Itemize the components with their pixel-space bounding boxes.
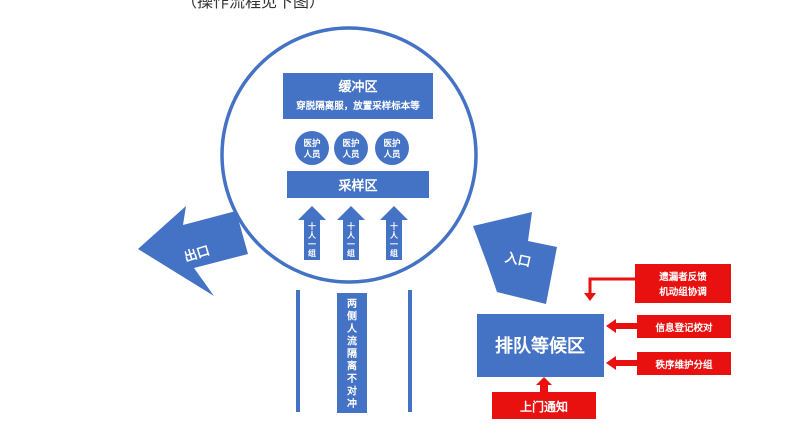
buffer-subtitle: 穿脱隔离服，放置采样标本等	[296, 100, 420, 112]
medical-staff-1: 医护 人员	[295, 131, 329, 165]
order-label: 秩序维护分组	[655, 359, 713, 371]
queue-area-label: 排队等候区	[495, 335, 585, 357]
coordination-elbow-arrowhead	[584, 293, 596, 301]
entrance-arrow: 入口	[473, 212, 557, 304]
lane-divider-left	[296, 290, 300, 412]
medical-staff-3: 医护 人员	[375, 131, 409, 165]
staff-1-line1: 医护	[303, 138, 321, 149]
coordination-elbow-arrow	[588, 277, 635, 294]
queue-area: 排队等候区	[477, 314, 604, 377]
entrance-label: 入口	[504, 250, 533, 270]
registration-box: 信息登记校对	[637, 315, 731, 338]
group-arrow-2: 十人一组	[337, 206, 365, 260]
sampling-area: 采样区	[287, 171, 429, 198]
staff-2-line1: 医护	[342, 138, 360, 149]
buffer-zone: 缓冲区 穿脱隔离服，放置采样标本等	[283, 73, 433, 119]
buffer-title: 缓冲区	[338, 79, 377, 95]
center-lane-text: 两侧人流隔离不对冲	[347, 298, 358, 410]
center-lane: 两侧人流隔离不对冲	[337, 293, 367, 413]
staff-3-line2: 人员	[383, 149, 401, 160]
notice-up-arrow	[536, 377, 552, 392]
staff-2-line2: 人员	[342, 149, 360, 160]
order-box: 秩序维护分组	[637, 352, 731, 375]
exit-label: 出口	[182, 243, 212, 266]
door-notice: 上门通知	[492, 392, 596, 419]
group-arrow-3: 十人一组	[380, 206, 408, 260]
staff-1-line2: 人员	[303, 149, 321, 160]
medical-staff-2: 医护 人员	[334, 131, 368, 165]
coordination-box: 遗漏者反馈 机动组协调	[635, 264, 731, 303]
exit-arrow: 出口	[138, 206, 248, 296]
group-arrow-1-text: 十人一组	[308, 221, 317, 258]
group-arrow-1: 十人一组	[298, 206, 326, 260]
coordination-line1: 遗漏者反馈	[658, 271, 707, 283]
sampling-area-label: 采样区	[337, 178, 377, 194]
staff-3-line1: 医护	[383, 138, 401, 149]
lane-divider-right	[408, 290, 412, 412]
site-circle	[220, 26, 478, 284]
registration-arrow	[606, 319, 637, 333]
group-arrow-2-text: 十人一组	[347, 221, 356, 258]
top-note: （操作流程见下图）	[181, 0, 325, 11]
registration-label: 信息登记校对	[655, 322, 713, 334]
coordination-line2: 机动组协调	[659, 286, 707, 298]
order-arrow	[606, 356, 637, 370]
group-arrow-3-text: 十人一组	[390, 221, 399, 258]
door-notice-label: 上门通知	[520, 399, 568, 414]
